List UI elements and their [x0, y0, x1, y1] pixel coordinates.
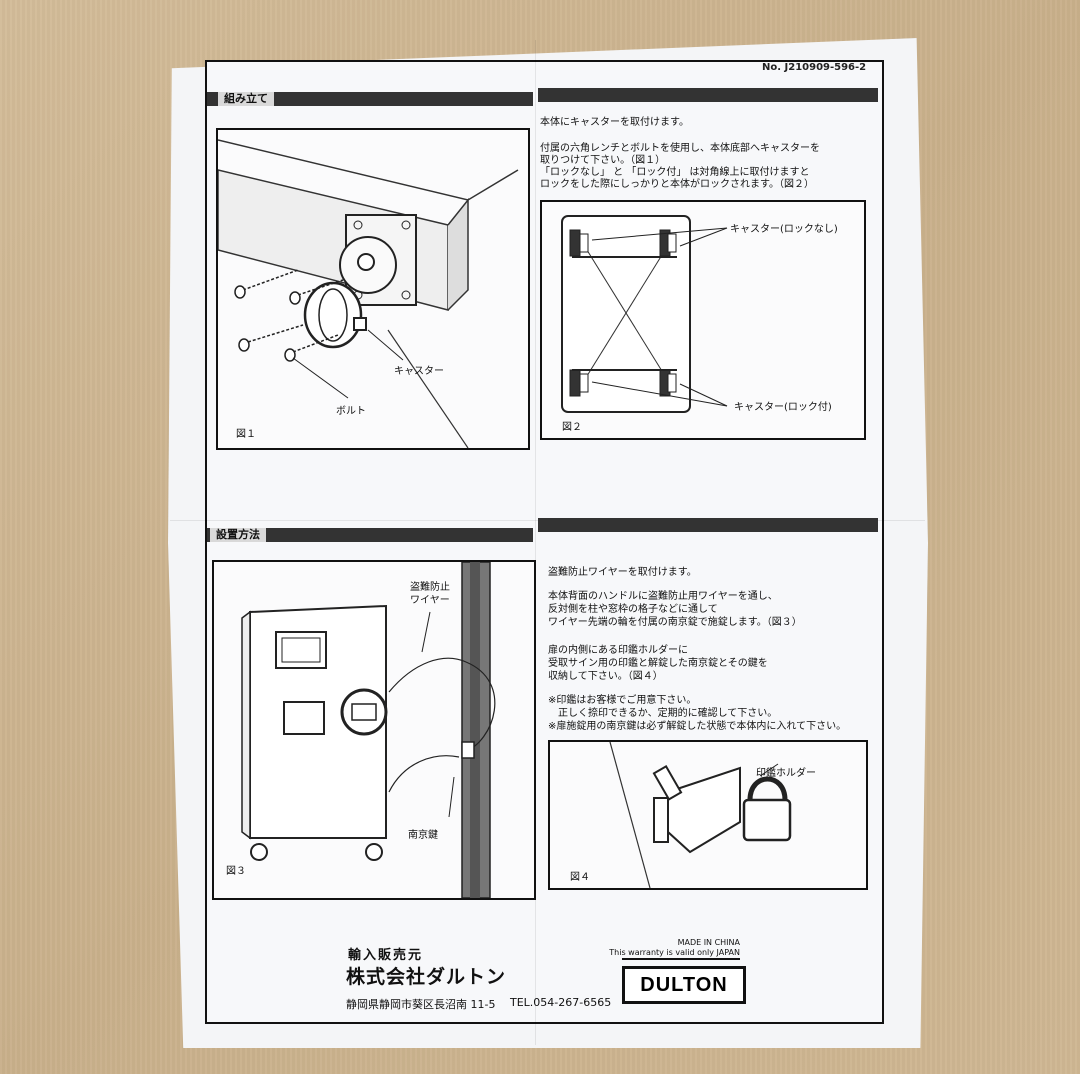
fold-line-vertical: [535, 40, 536, 1045]
padlock: [461, 741, 475, 759]
mail-slot: [283, 701, 325, 735]
section-title-installation: 設置方法: [210, 528, 266, 542]
figure-3-panel: 盗難防止 ワイヤー 南京鍵 図３: [212, 560, 536, 900]
assembly-instruction-1: 本体にキャスターを取付けます。: [540, 117, 689, 128]
install-note-2: 正しく捺印できるか、定期的に確認して下さい。: [548, 708, 778, 719]
caster-locked-callout: キャスター(ロック付): [734, 402, 832, 413]
figure-4-label: 図４: [570, 872, 590, 883]
company-tel: TEL.054-267-6565: [510, 996, 612, 1009]
wire-callout-line1: 盗難防止: [410, 582, 450, 593]
section-bar-assembly-left: [207, 92, 533, 106]
install-instruction-6: 受取サイン用の印鑑と解錠した南京錠とその鍵を: [548, 658, 768, 669]
assembly-instruction-3: 取りつけて下さい。（図１）: [540, 155, 666, 166]
company-address: 静岡県静岡市葵区長沼南 11-5: [346, 998, 496, 1011]
install-instruction-5: 扉の内側にある印鑑ホルダーに: [548, 645, 688, 656]
figure-4-panel: 印鑑ホルダー 図４: [548, 740, 868, 890]
seal-holder-box: [667, 766, 741, 854]
caster-layout-diagram: [561, 215, 728, 413]
cabinet-base: [561, 215, 691, 413]
section-title-assembly: 組み立て: [218, 92, 274, 106]
handle-window: [275, 631, 327, 669]
caster-callout: キャスター: [394, 366, 444, 377]
warranty-label: This warranty is valid only JAPAN: [609, 948, 740, 957]
section-bar-assembly-right: [538, 88, 878, 102]
dulton-logo: DULTON: [622, 966, 746, 1004]
padlock-shackle: [747, 776, 788, 801]
bolt-group: [234, 269, 344, 362]
made-in-label: MADE IN CHINA: [677, 938, 740, 947]
seal-stamp: [652, 765, 683, 801]
padlock-callout: 南京鍵: [408, 830, 438, 841]
company-name: 株式会社ダルトン: [346, 966, 507, 988]
install-instruction-7: 収納して下さい。（図４）: [548, 671, 663, 682]
importer-label: 輸入販売元: [348, 948, 424, 963]
figure-2-panel: キャスター(ロックなし) キャスター(ロック付) 図２: [540, 200, 866, 440]
seal-holder-illustration: [609, 742, 792, 888]
assembly-instruction-5: ロックをした際にしっかりと本体がロックされます。（図２）: [540, 179, 814, 190]
anti-theft-wire-illustration: [241, 562, 496, 898]
install-instruction-1: 盗難防止ワイヤーを取付けます。: [548, 567, 697, 578]
figure-2-label: 図２: [562, 422, 582, 433]
figure-1-label: 図１: [236, 429, 256, 440]
footer-divider: [622, 958, 740, 960]
caster-mounting-illustration: [218, 139, 519, 448]
caster-unlocked-callout: キャスター(ロックなし): [730, 224, 838, 235]
install-instruction-3: 反対側を柱や窓枠の格子などに通して: [548, 604, 718, 615]
seal-holder-callout: 印鑑ホルダー: [756, 768, 816, 779]
document-number: No. J210909-596-2: [762, 62, 867, 73]
install-note-3: ※扉施錠用の南京鍵は必ず解錠した状態で本体内に入れて下さい。: [548, 721, 847, 732]
figure-1-panel: キャスター ボルト 図１: [216, 128, 530, 450]
wire-callout-line2: ワイヤー: [410, 595, 450, 606]
figure-3-label: 図３: [226, 866, 246, 877]
padlock-body: [742, 798, 792, 842]
install-instruction-4: ワイヤー先端の輪を付属の南京錠で施錠します。（図３）: [548, 617, 802, 628]
section-bar-installation-left: [207, 528, 533, 542]
section-bar-installation-right: [538, 518, 878, 532]
install-instruction-2: 本体背面のハンドルに盗難防止用ワイヤーを通し、: [548, 591, 778, 602]
assembly-instruction-4: 「ロックなし」 と 「ロック付」 は対角線上に取付けますと: [540, 167, 810, 178]
assembly-instruction-2: 付属の六角レンチとボルトを使用し、本体底部へキャスターを: [540, 143, 820, 154]
bolt-callout: ボルト: [336, 406, 366, 417]
install-note-1: ※印鑑はお客様でご用意下さい。: [548, 695, 697, 706]
